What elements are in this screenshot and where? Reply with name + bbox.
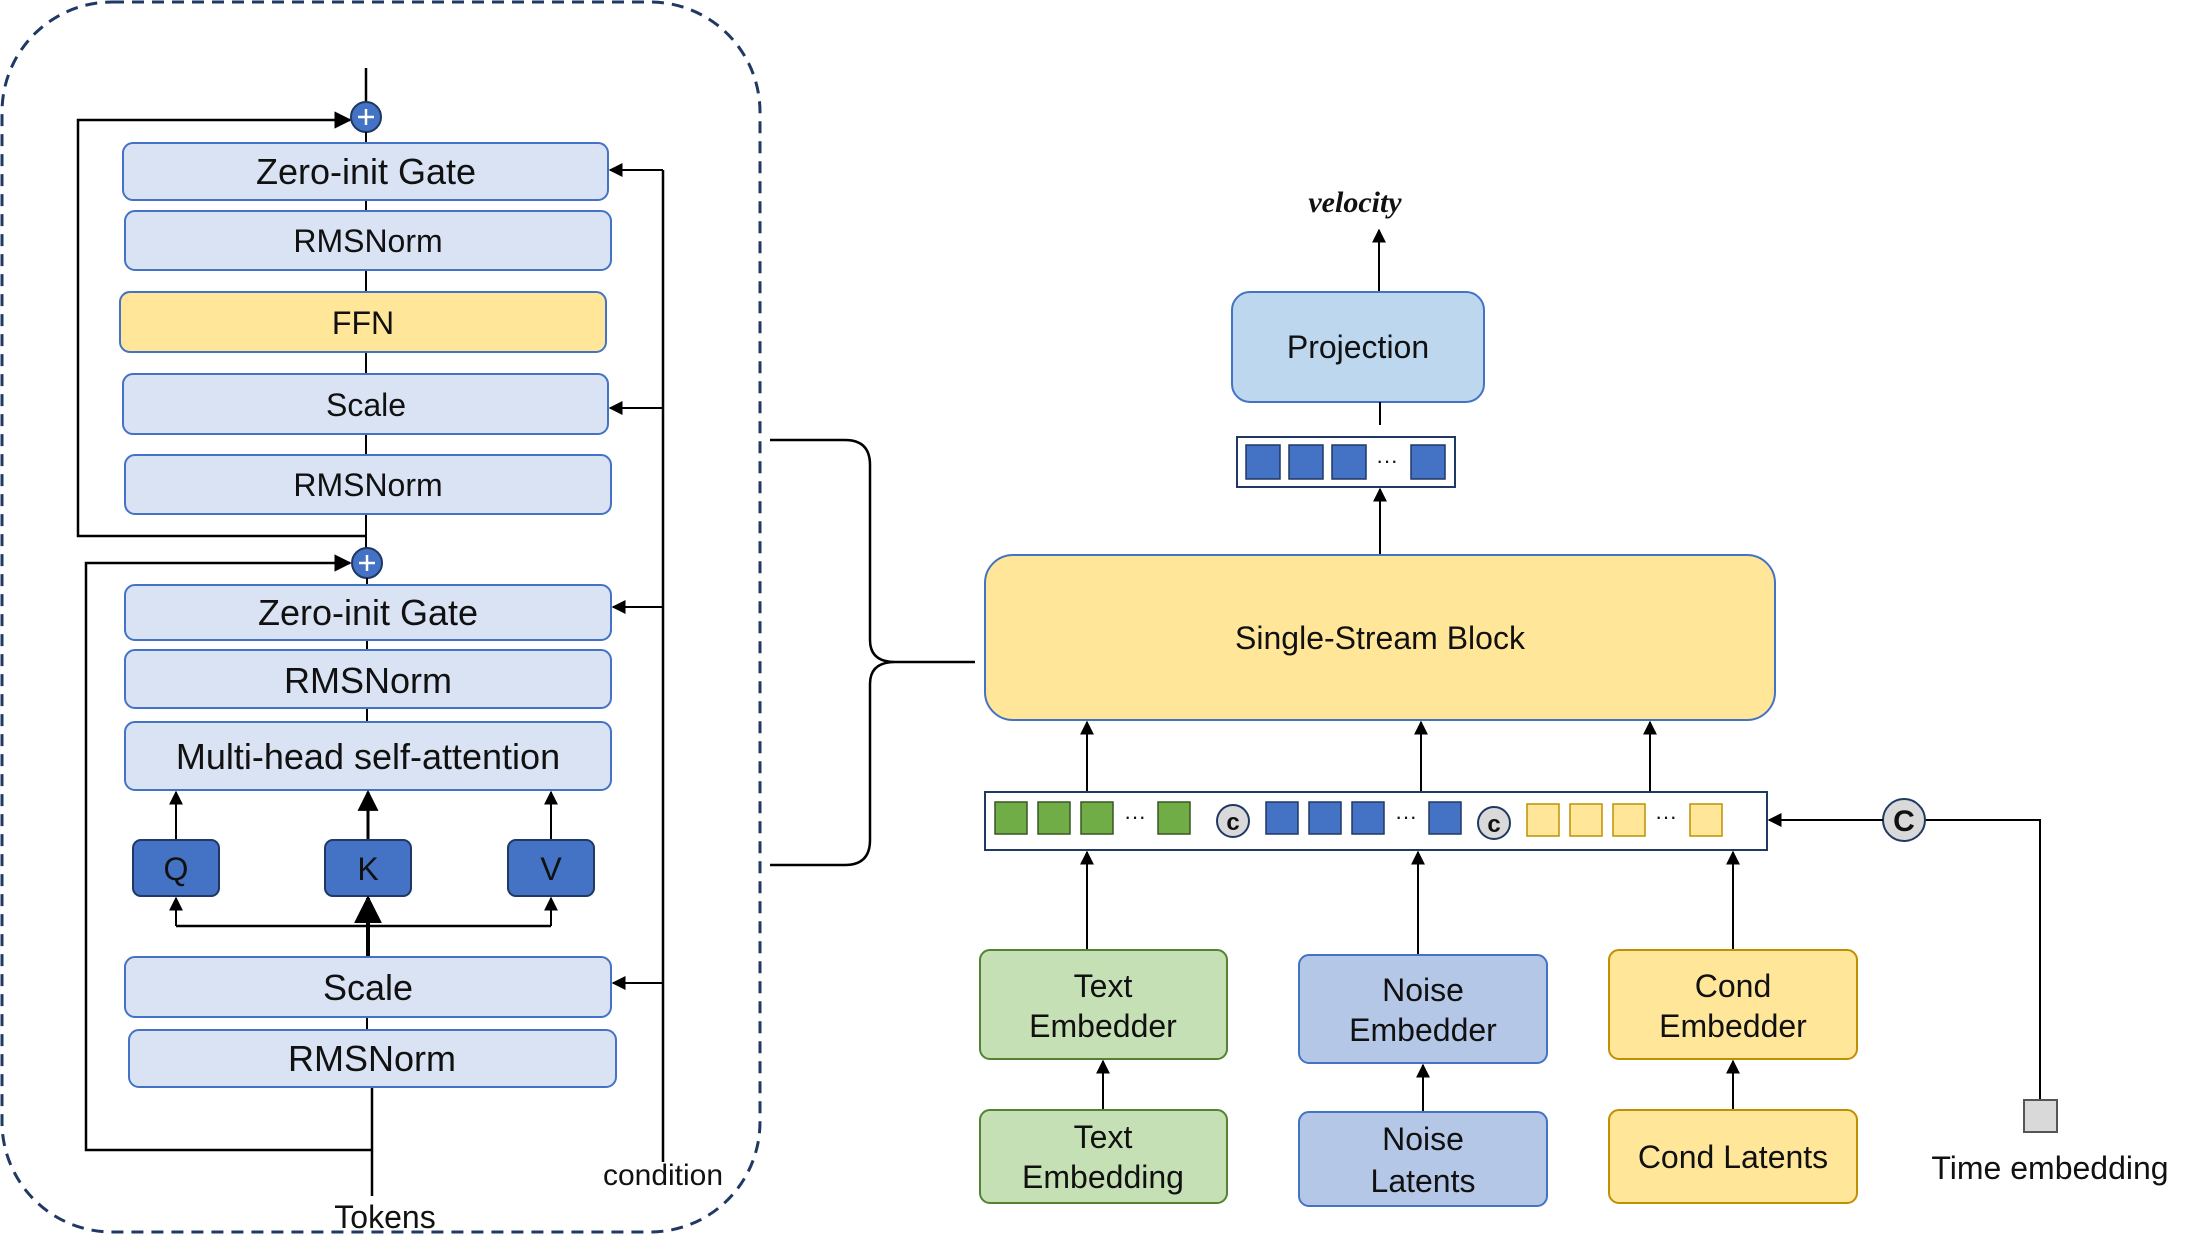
- concat-icon-large: C: [1882, 798, 1926, 842]
- text-embedding-label-line1: Text: [1074, 1119, 1133, 1155]
- output-token: [1331, 444, 1367, 480]
- noise-embedder-label-line1: Noise: [1382, 972, 1464, 1008]
- rmsnorm-box-lower-top: [124, 649, 612, 709]
- single-stream-block: [984, 554, 1776, 721]
- brace-connector: [770, 438, 975, 867]
- concat-icon: c: [1477, 806, 1511, 840]
- noise-token-ellipsis: ···: [1395, 804, 1417, 829]
- ffn-box: [119, 291, 607, 353]
- time-embedding-label: Time embedding: [1931, 1150, 2168, 1186]
- zero-init-gate-label-lower: Zero-init Gate: [258, 592, 478, 633]
- cond-embedder-box: [1608, 949, 1858, 1060]
- rmsnorm-box-upper-top: [124, 210, 612, 271]
- scale-box-upper: [122, 373, 609, 435]
- noise-token: [1428, 801, 1462, 835]
- text-embedding-label-line2: Embedding: [1022, 1159, 1184, 1195]
- cond-token: [1689, 803, 1723, 837]
- text-embedder-label-line1: Text: [1074, 968, 1133, 1004]
- zero-init-gate-box-lower: [124, 584, 612, 641]
- text-embedder-label-line2: Embedder: [1029, 1008, 1177, 1044]
- rmsnorm-label-lower-bottom: RMSNorm: [288, 1038, 456, 1079]
- noise-latents-label-line1: Noise: [1382, 1121, 1464, 1157]
- velocity-label: velocity: [1308, 186, 1402, 219]
- v-label: V: [540, 851, 562, 887]
- scale-label-upper: Scale: [326, 387, 406, 423]
- v-box: [507, 839, 595, 897]
- q-box: [132, 839, 220, 897]
- rmsnorm-label-upper-bottom: RMSNorm: [293, 467, 442, 503]
- attention-label: Multi-head self-attention: [176, 736, 560, 777]
- output-token: [1410, 444, 1446, 480]
- text-token: [1037, 801, 1071, 835]
- scale-box-lower: [124, 956, 612, 1018]
- zero-init-gate-label-upper: Zero-init Gate: [256, 151, 476, 192]
- noise-embedder-label-line2: Embedder: [1349, 1012, 1497, 1048]
- ffn-label: FFN: [332, 305, 394, 341]
- cond-latents-label: Cond Latents: [1638, 1139, 1828, 1175]
- noise-token: [1351, 801, 1385, 835]
- cond-token: [1612, 803, 1646, 837]
- scale-label-lower: Scale: [323, 967, 413, 1008]
- output-token: [1245, 444, 1281, 480]
- text-token: [1080, 801, 1114, 835]
- block-detail-container: [0, 0, 762, 1234]
- noise-latents-box: [1298, 1111, 1548, 1207]
- output-token: [1288, 444, 1324, 480]
- residual-add-icon-top: [350, 101, 382, 133]
- cond-latents-box: [1608, 1109, 1858, 1204]
- concat-icon: c: [1216, 804, 1250, 838]
- noise-token: [1308, 801, 1342, 835]
- text-token: [994, 801, 1028, 835]
- noise-embedder-box: [1298, 954, 1548, 1064]
- projection-box: [1231, 291, 1485, 403]
- q-label: Q: [164, 851, 189, 887]
- noise-latents-label-line2: Latents: [1371, 1163, 1476, 1199]
- noise-token: [1265, 801, 1299, 835]
- tokens-label: Tokens: [334, 1199, 435, 1235]
- single-stream-label: Single-Stream Block: [1235, 620, 1526, 656]
- cond-token-ellipsis: ···: [1655, 804, 1677, 829]
- cond-embedder-label-line1: Cond: [1695, 968, 1772, 1004]
- rmsnorm-label-lower-top: RMSNorm: [284, 660, 452, 701]
- time-embedding-icon: [2023, 1099, 2058, 1133]
- condition-label: condition: [603, 1159, 723, 1192]
- text-embedding-box: [979, 1109, 1228, 1204]
- svg-text:c: c: [1226, 809, 1239, 836]
- text-token: [1157, 801, 1191, 835]
- svg-text:C: C: [1893, 805, 1915, 838]
- rmsnorm-box-upper-bottom: [124, 454, 612, 515]
- cond-token: [1526, 803, 1560, 837]
- cond-token: [1569, 803, 1603, 837]
- svg-text:c: c: [1487, 811, 1500, 838]
- rmsnorm-box-lower-bottom: [128, 1029, 617, 1088]
- k-label: K: [357, 851, 378, 887]
- projection-label: Projection: [1287, 329, 1429, 365]
- output-token-ellipsis: ···: [1376, 448, 1398, 473]
- residual-add-icon-bottom: [351, 547, 383, 579]
- text-embedder-box: [979, 949, 1228, 1060]
- rmsnorm-label-upper-top: RMSNorm: [293, 223, 442, 259]
- text-token-ellipsis: ···: [1124, 804, 1146, 829]
- zero-init-gate-box-upper: [122, 142, 609, 201]
- cond-embedder-label-line2: Embedder: [1659, 1008, 1807, 1044]
